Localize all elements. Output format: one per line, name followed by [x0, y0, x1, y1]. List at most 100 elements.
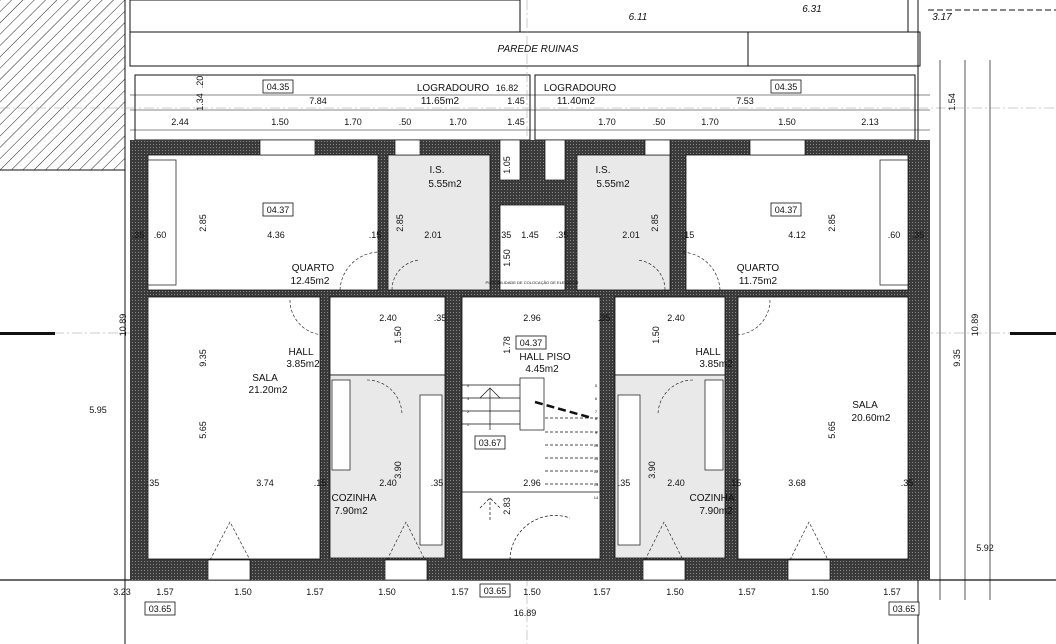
elevator-note: POSSIBILIDADE DE COLOCAÇÃO DE ELEVADOR [485, 280, 578, 285]
dimension-label: .35 [499, 230, 512, 240]
room-name: HALL [695, 347, 720, 358]
dimension-label: 1.50 [778, 117, 796, 127]
dimension-label: 10.89 [970, 314, 980, 337]
tag-box [479, 583, 511, 598]
room-area: 11.75m2 [739, 276, 778, 287]
stair-step-number: 10 [594, 443, 599, 448]
dimension-label: 4.12 [788, 230, 806, 240]
stair-step-number: 2 [467, 409, 470, 414]
dimension-label: 2.13 [861, 117, 879, 127]
dimension-label: .35 [618, 478, 631, 488]
dimension-label: .35 [901, 478, 914, 488]
dimension-label: 2.85 [395, 214, 405, 232]
dimension-label: 1.45 [507, 117, 525, 127]
stair-step-number: 12 [594, 469, 599, 474]
dimension-label: 1.50 [393, 326, 403, 344]
dimension-label: 1.70 [344, 117, 362, 127]
dimension-label: 9.35 [198, 349, 208, 367]
dimension-label: .35 [912, 230, 925, 240]
dimension-label: .15 [729, 478, 742, 488]
dimension-label: .60 [888, 230, 901, 240]
room-tag: 04.35 [775, 82, 798, 92]
dimension-label: 1.70 [701, 117, 719, 127]
dimension-label: 2.40 [667, 478, 685, 488]
dimension-label: 9.35 [952, 349, 962, 367]
dimension-label: 1.50 [811, 587, 829, 597]
room-sala-right [737, 296, 909, 560]
stair-step-number: 3 [467, 396, 470, 401]
dimension-label: 16.89 [514, 608, 537, 618]
room-tag: 03.65 [893, 604, 916, 614]
tag-box [262, 79, 294, 94]
dimension-label: .35 [431, 478, 444, 488]
room-name: SALA [852, 400, 878, 411]
dimension-label: 2.96 [523, 313, 541, 323]
room-sala-left [147, 296, 321, 560]
stair-step-number: 8 [595, 416, 598, 421]
dimension-label: 7.84 [309, 96, 327, 106]
room-name: COZINHA [690, 493, 735, 504]
dimension-label: 2.40 [379, 313, 397, 323]
room-area: 5.55m2 [596, 179, 630, 190]
room-name: HALL [288, 347, 313, 358]
stair-step-number: 7 [595, 409, 598, 414]
stair-step-number: 5 [595, 383, 598, 388]
dimension-label: 1.45 [507, 96, 525, 106]
dimension-label: 16.82 [496, 83, 519, 93]
dimension-label: 2.85 [198, 214, 208, 232]
dimension-label: 3.90 [647, 461, 657, 479]
dimension-label: 2.85 [827, 214, 837, 232]
dimension-label: 1.50 [271, 117, 289, 127]
dimension-label: .60 [154, 230, 167, 240]
room-area: 7.90m2 [699, 506, 733, 517]
dimension-label: 4.36 [267, 230, 285, 240]
dimension-label: 1.57 [156, 587, 174, 597]
dimension-label: 3.23 [113, 587, 131, 597]
stair-step-number: 11 [594, 456, 599, 461]
stair-step-number: 1 [467, 422, 470, 427]
dimension-label: 2.40 [379, 478, 397, 488]
dimension-label: 1.50 [234, 587, 252, 597]
top-label: 6.11 [629, 12, 648, 23]
dimension-label: 1.57 [593, 587, 611, 597]
dimension-label: 1.50 [378, 587, 396, 597]
dimension-label: 2.85 [650, 214, 660, 232]
room-quarto-right [685, 154, 909, 291]
ruin-wall-outline [129, 0, 521, 33]
dimension-label: 5.92 [976, 543, 994, 553]
room-area: 11.40m2 [557, 96, 596, 107]
dimension-label: 3.90 [393, 461, 403, 479]
room-area: 20.60m2 [852, 413, 891, 424]
dimension-label: .50 [399, 117, 412, 127]
dimension-label: .50 [653, 117, 666, 127]
tag-box [474, 435, 506, 450]
room-name: LOGRADOURO [544, 83, 616, 94]
room-name: I.S. [595, 165, 610, 176]
dimension-label: 2.44 [171, 117, 189, 127]
dimension-label: .35 [434, 313, 447, 323]
room-name: HALL PISO [519, 352, 571, 363]
dimension-label: 5.95 [89, 405, 107, 415]
room-name: SALA [252, 373, 278, 384]
plan-labels: PAREDE RUINAS6.116.313.17LOGRADOURO11.65… [89, 4, 994, 618]
room-tag: 04.35 [267, 82, 290, 92]
dimension-label: 2.01 [622, 230, 640, 240]
dimension-label: .35 [556, 230, 569, 240]
dimension-label: 3.68 [788, 478, 806, 488]
dimension-label: .35 [147, 478, 160, 488]
room-quarto-left [147, 154, 379, 291]
tag-box [144, 601, 176, 616]
room-area: 4.45m2 [525, 364, 559, 375]
neighbour-hatch [0, 0, 125, 170]
room-tag: 04.37 [775, 205, 798, 215]
dimension-label: 2.96 [523, 478, 541, 488]
stair-step-number: 4 [467, 383, 470, 388]
dimension-label: 7.53 [736, 96, 754, 106]
dimension-label: 1.70 [598, 117, 616, 127]
top-label: 3.17 [932, 12, 952, 23]
dimension-label: 1.57 [738, 587, 756, 597]
dimension-label: 1.57 [306, 587, 324, 597]
room-area: 3.85m2 [699, 359, 733, 370]
dimension-label: 2.01 [424, 230, 442, 240]
stair-step-number: 9 [595, 430, 598, 435]
